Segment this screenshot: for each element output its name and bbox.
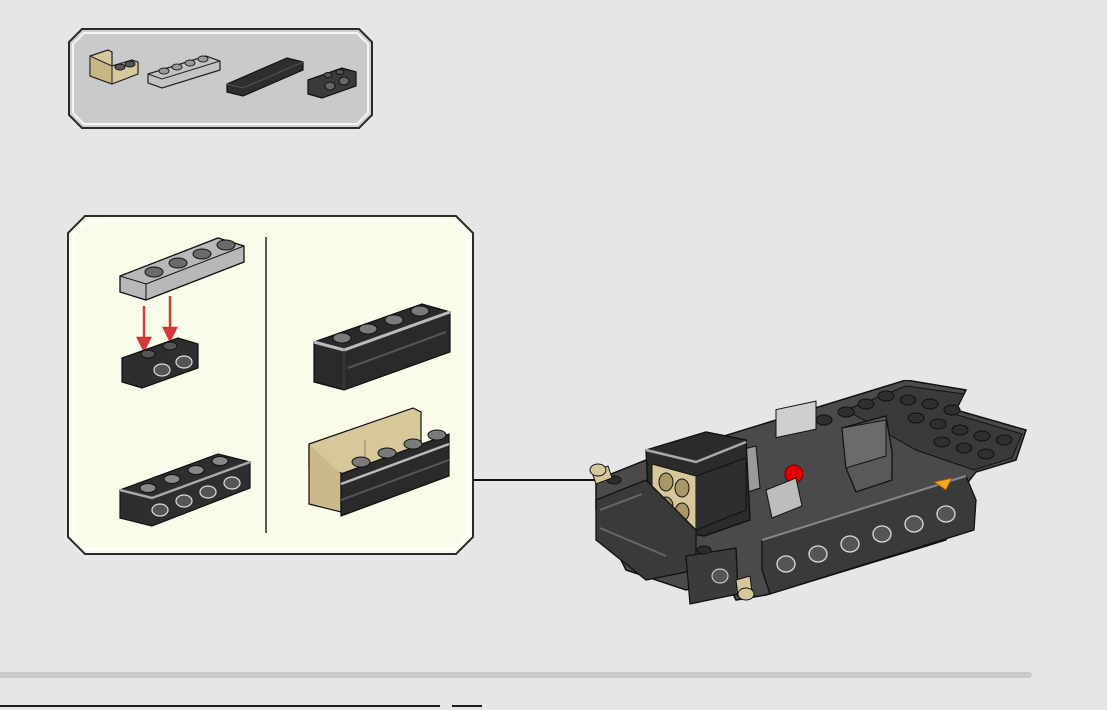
substep-plate-onto-brick	[118, 232, 258, 392]
part-dark-gray-tile	[225, 54, 307, 98]
substep-brick-row-result	[118, 448, 258, 530]
part-light-gray-plate	[146, 52, 224, 96]
page-divider	[0, 672, 1032, 678]
substep-assembled-tan	[305, 404, 455, 536]
footer-rule	[0, 705, 440, 707]
footer-rule-mark	[452, 705, 482, 707]
main-model-chassis	[586, 380, 1032, 630]
part-dark-gray-brick-holes	[306, 64, 360, 104]
part-tan-bracket	[82, 48, 144, 98]
substep-assembled-dark	[312, 298, 456, 394]
